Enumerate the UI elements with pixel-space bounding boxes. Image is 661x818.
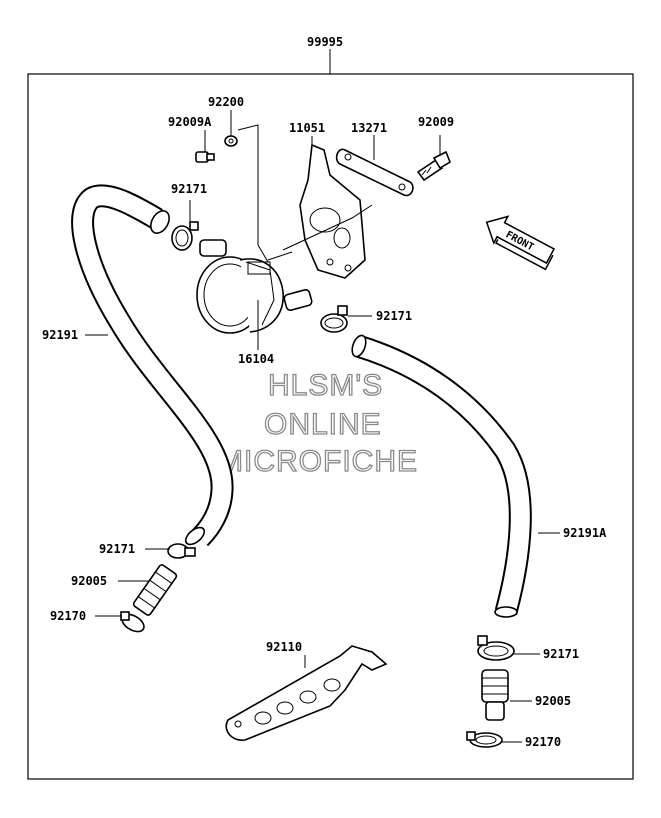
callout-92170-right: 92170	[525, 735, 561, 749]
bolt-92009	[416, 150, 451, 182]
callout-92191A: 92191A	[563, 526, 607, 540]
clamp-92171-left	[167, 543, 196, 559]
callout-92170-left: 92170	[50, 609, 86, 623]
hose-92191A	[351, 334, 532, 618]
clamp-92171-top	[171, 221, 199, 251]
watermark-line1: HLSM'S	[268, 369, 383, 402]
clamp-92170-left	[120, 611, 145, 633]
front-arrow-icon: FRONT	[485, 215, 556, 271]
hose-92191	[71, 184, 234, 547]
assembly-label: 99995	[307, 35, 343, 49]
callout-92171-right: 92171	[543, 647, 579, 661]
callout-92191: 92191	[42, 328, 78, 342]
fitting-92005-right	[481, 669, 509, 721]
callout-92110: 92110	[266, 640, 302, 654]
callout-13271: 13271	[351, 121, 387, 135]
plate-13271	[335, 148, 414, 197]
callout-11051: 11051	[289, 121, 325, 135]
clamp-92171-right	[477, 635, 515, 661]
valve-16104	[196, 239, 313, 334]
bracket-11051	[299, 143, 366, 279]
clamp-92171-mid	[320, 305, 348, 333]
washer-92200	[224, 135, 238, 147]
leader-lines	[85, 110, 560, 743]
callout-92005-left: 92005	[71, 574, 107, 588]
callout-92171-mid: 92171	[376, 309, 412, 323]
callout-92005-right: 92005	[535, 694, 571, 708]
fitting-92005-left	[132, 564, 178, 616]
watermark-line2: ONLINE	[264, 408, 382, 441]
guard-92110	[225, 645, 388, 741]
callout-92009A: 92009A	[168, 115, 212, 129]
bolt-92009A	[195, 151, 215, 163]
callout-92171-left: 92171	[99, 542, 135, 556]
callout-92200: 92200	[208, 95, 244, 109]
watermark-line3: MICROFICHE	[218, 445, 418, 478]
clamp-92170-right	[466, 731, 503, 748]
callout-92009: 92009	[418, 115, 454, 129]
callout-16104: 16104	[238, 352, 274, 366]
callout-92171-top: 92171	[171, 182, 207, 196]
